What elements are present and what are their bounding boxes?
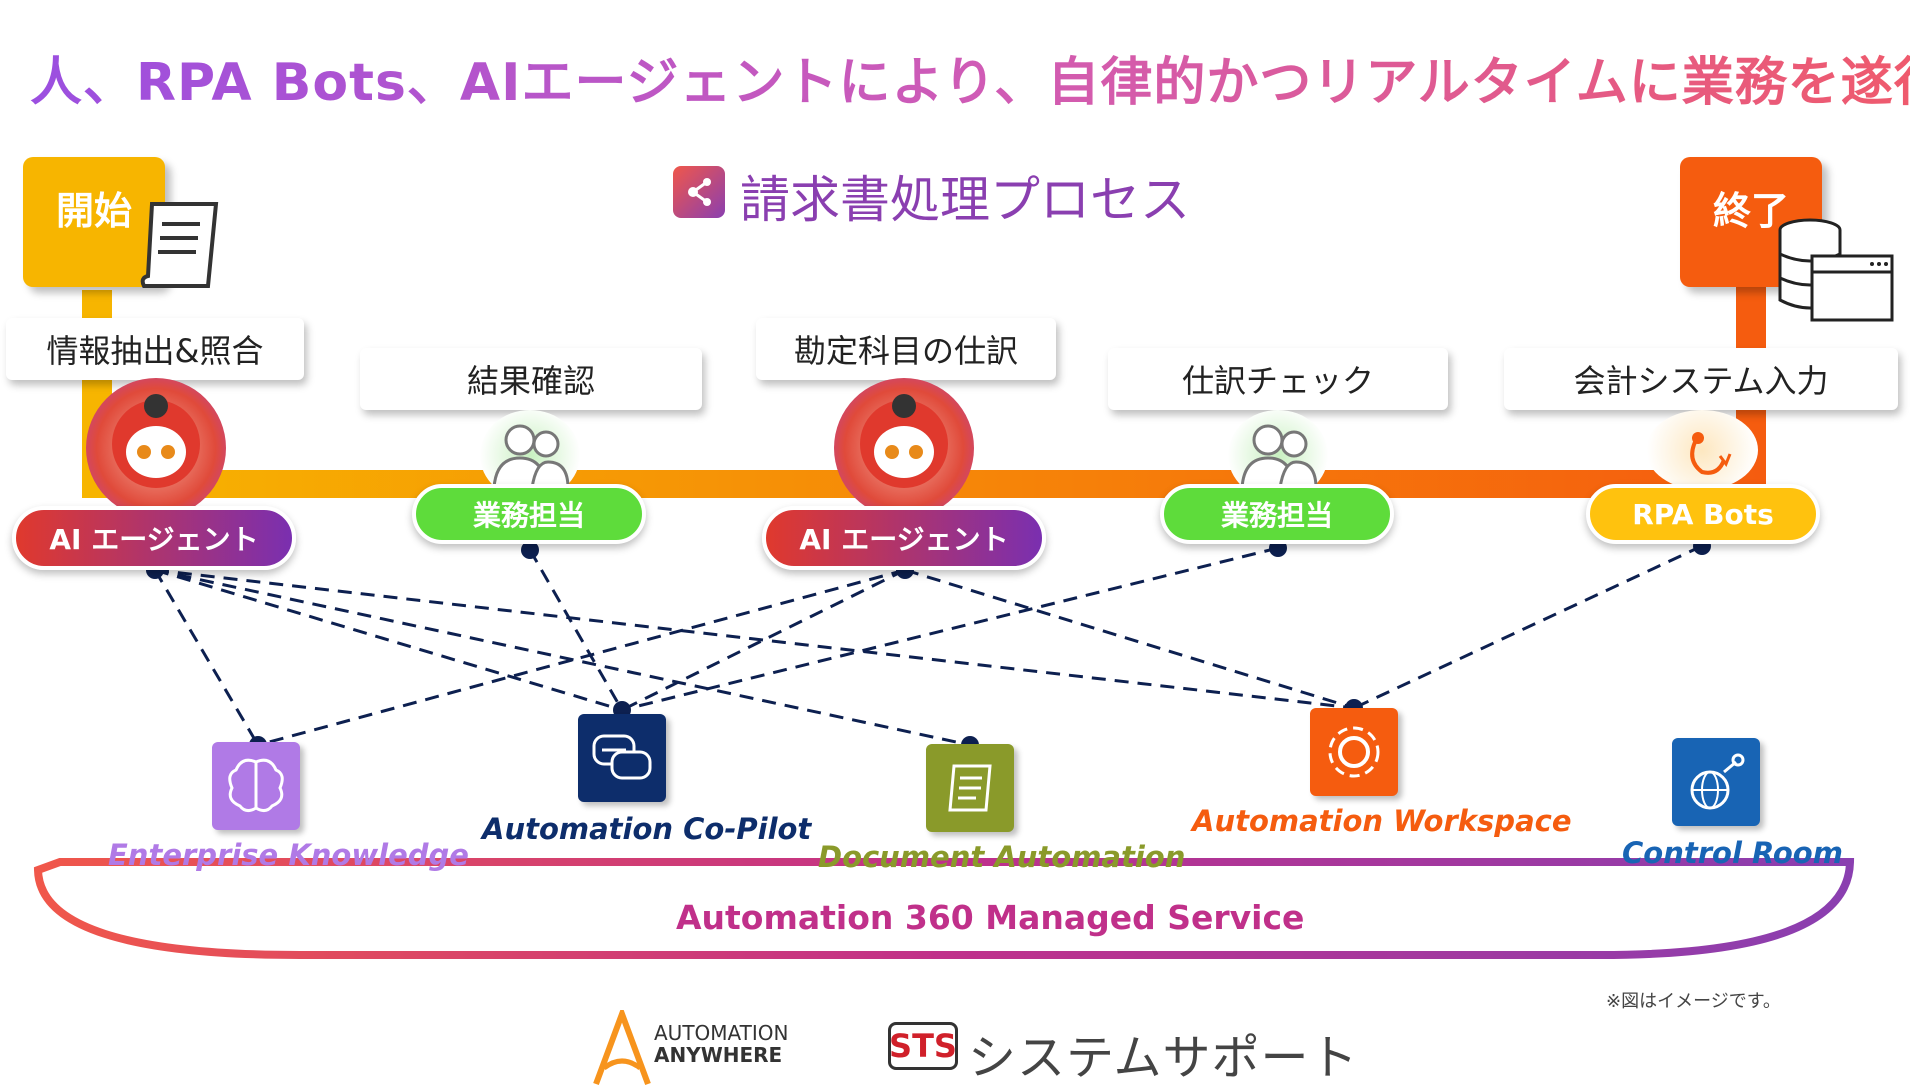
component-label-control-room: Control Room — [1622, 836, 1843, 870]
actor-pill-5: RPA Bots — [1586, 484, 1820, 544]
actor-pill-2: 業務担当 — [412, 484, 646, 544]
actor-pill-3: AI エージェント — [762, 506, 1046, 570]
headline: 人、RPA Bots、AIエージェントにより、自律的かつリアルタイムに業務を遂行 — [30, 40, 1910, 115]
component-label-document-automation: Document Automation — [818, 840, 1186, 874]
automation-anywhere-logo: AUTOMATION ANYWHERE — [654, 1021, 789, 1067]
image-note: ※図はイメージです。 — [1606, 991, 1781, 1012]
brain-icon — [212, 742, 300, 830]
document-automation-icon — [926, 744, 1014, 832]
component-label-enterprise-knowledge: Enterprise Knowledge — [108, 838, 469, 872]
step-label-5: 会計システム入力 — [1504, 348, 1898, 410]
sts-logo-mark: STS — [888, 1022, 958, 1070]
step-label-1: 情報抽出&照合 — [6, 318, 304, 380]
component-label-co-pilot: Automation Co-Pilot — [482, 812, 812, 846]
gear-cycle-icon — [1310, 708, 1398, 796]
system-support-logo: システムサポート — [968, 1030, 1359, 1086]
globe-icon — [1672, 738, 1760, 826]
component-label-workspace: Automation Workspace — [1192, 804, 1572, 838]
actor-pill-1: AI エージェント — [12, 506, 296, 570]
connector-lines — [153, 544, 1703, 747]
step-label-3: 勘定科目の仕訳 — [756, 318, 1056, 380]
process-icon — [673, 166, 725, 218]
ai-agent-avatar-2 — [834, 378, 974, 518]
managed-service-ring — [33, 858, 1855, 959]
rpa-cycle-icon — [1646, 410, 1758, 490]
chat-icon — [578, 714, 666, 802]
actor-pill-4: 業務担当 — [1160, 484, 1394, 544]
database-icon — [1776, 216, 1896, 330]
ai-agent-avatar-1 — [86, 378, 226, 518]
automation-anywhere-logo-mark — [590, 1005, 654, 1090]
process-title: 請求書処理プロセス — [740, 171, 1190, 229]
start-note: 開始 — [23, 157, 165, 287]
step-label-2: 結果確認 — [360, 348, 702, 410]
step-label-4: 仕訳チェック — [1108, 348, 1448, 410]
document-icon — [138, 198, 222, 298]
managed-service-label: Automation 360 Managed Service — [676, 898, 1305, 937]
